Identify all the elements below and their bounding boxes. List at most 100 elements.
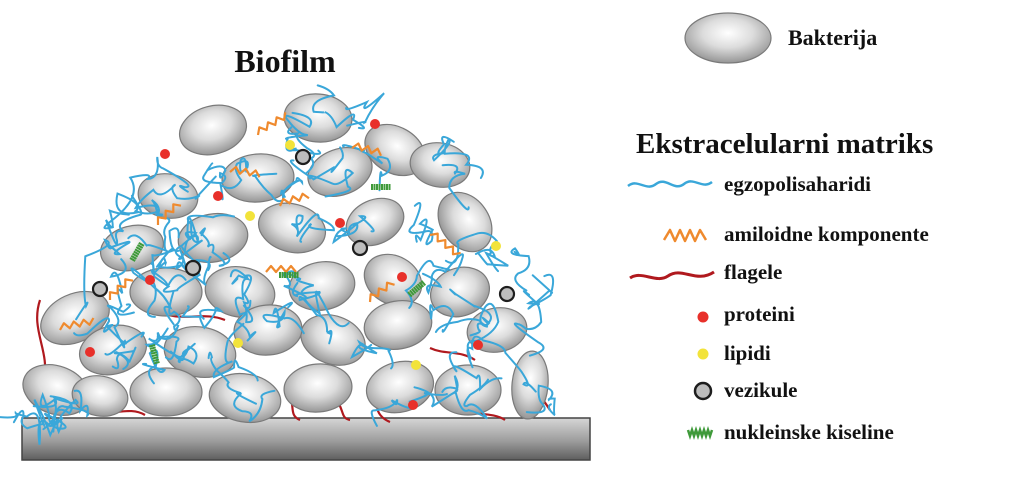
exopolysaccharide-layer xyxy=(0,84,556,445)
bacterium-cell xyxy=(307,147,373,197)
protein-particle xyxy=(213,191,223,201)
exopolysaccharide-strand xyxy=(408,201,435,246)
vesicle xyxy=(294,148,312,166)
exopolysaccharide-strand xyxy=(219,157,249,201)
protein-particle xyxy=(145,275,155,285)
exopolysaccharide-strand xyxy=(422,253,464,296)
exopolysaccharide-strand xyxy=(291,213,335,243)
amyloid-fiber xyxy=(156,203,182,226)
vesicle xyxy=(91,280,109,298)
protein-particle xyxy=(160,149,170,159)
exopolysaccharide-strand xyxy=(212,322,259,382)
exopolysaccharide-strand xyxy=(349,339,394,370)
bacterium-cell xyxy=(177,212,249,264)
exopolysaccharide-strand xyxy=(198,227,231,267)
exopolysaccharide-strand xyxy=(171,342,198,365)
exopolysaccharide-strand xyxy=(156,291,181,361)
exopolysaccharide-strand xyxy=(283,272,350,328)
exopolysaccharide-strand xyxy=(52,389,90,433)
amyloid-legend-icon xyxy=(662,228,708,243)
amyloid-fiber xyxy=(59,317,95,331)
exopolysaccharide-strand xyxy=(434,288,492,333)
exopolysaccharide-strand xyxy=(229,269,257,342)
nucleic-acid-strand xyxy=(371,184,391,190)
bacterium-cell xyxy=(129,367,203,417)
exopolysaccharide-strand xyxy=(141,349,167,385)
bacterium-cell xyxy=(345,197,405,247)
exopolysaccharide-strand xyxy=(105,194,143,246)
exopolysaccharide-strand xyxy=(109,258,135,316)
amyloid-fiber xyxy=(265,264,297,274)
exopolysaccharide-strand xyxy=(262,301,305,335)
exopolysaccharide-strand xyxy=(441,163,470,211)
exopolysaccharide-strand xyxy=(202,162,227,185)
bacterium-cell xyxy=(430,266,490,318)
exopolysaccharide-strand xyxy=(175,214,235,271)
protein-legend-icon xyxy=(697,311,709,323)
exopolysaccharide-strand xyxy=(174,217,199,260)
amyloid-fiber xyxy=(429,232,461,256)
vesicle xyxy=(498,285,516,303)
bacterium-cell xyxy=(300,314,366,366)
exopolysaccharide-strand xyxy=(510,247,531,292)
bacterium-legend-label: Bakterija xyxy=(788,25,877,50)
lipid-particle xyxy=(285,140,295,150)
exopolysaccharide-strand xyxy=(12,399,59,438)
vesicle xyxy=(184,259,202,277)
flagella-legend-icon xyxy=(629,270,715,281)
vesicle-legend-icon xyxy=(693,381,713,401)
exopolysaccharide-strand xyxy=(525,384,556,417)
matrix-heading: Ekstracelularni matriks xyxy=(636,128,933,160)
exopolysaccharide-strand xyxy=(370,392,448,427)
legend-label-nucleic-acids: nukleinske kiseline xyxy=(724,420,894,444)
protein-particle xyxy=(335,218,345,228)
amyloid-fiber xyxy=(256,112,287,136)
amyloid-fiber xyxy=(108,278,134,301)
lipid-particle xyxy=(233,338,243,348)
lipid-particle xyxy=(411,360,421,370)
bacterium-cell xyxy=(204,266,276,318)
bacterium-cell xyxy=(434,364,502,416)
exopolysaccharide-strand xyxy=(252,172,304,203)
exopolysaccharide-strand xyxy=(466,335,537,393)
protein-particle xyxy=(473,340,483,350)
exopolysaccharide-strand xyxy=(287,126,316,175)
nucleic-acid-strand xyxy=(148,344,160,365)
exopolysaccharide-strand xyxy=(291,281,333,345)
protein-particle xyxy=(85,347,95,357)
exopolysaccharide-strand xyxy=(444,231,499,264)
exopolysaccharide-strand xyxy=(284,111,322,155)
legend-label-flagella: flagele xyxy=(724,260,782,284)
legend-label-proteins: proteini xyxy=(724,302,795,326)
particle-layer xyxy=(85,119,516,410)
exopolysaccharide-strand xyxy=(103,156,190,230)
exopolysaccharide-strand xyxy=(207,351,257,405)
diagram-title: Biofilm xyxy=(234,43,336,79)
lipid-legend-icon xyxy=(697,348,709,360)
exopolysaccharide-strand xyxy=(282,270,314,294)
bacterium-cell xyxy=(466,307,528,353)
legend-label-lipids: lipidi xyxy=(724,341,771,365)
exopolysaccharide-strand xyxy=(345,92,385,127)
exopolysaccharide-strand xyxy=(477,251,509,273)
exopolysaccharide-strand xyxy=(180,305,225,330)
exopolysaccharide-strand xyxy=(150,247,187,288)
protein-particle xyxy=(408,400,418,410)
bacteria-layer xyxy=(22,93,549,424)
exopolysaccharide-strand xyxy=(307,168,355,198)
bacterium-legend-icon xyxy=(684,12,772,64)
exopolysaccharide-strand xyxy=(413,375,459,408)
vesicle xyxy=(351,239,369,257)
exopolysaccharide-strand xyxy=(127,216,171,253)
exopolysaccharide-strand xyxy=(75,238,131,321)
nucleic-acid-strand xyxy=(407,280,427,298)
amyloid-fiber xyxy=(229,165,261,178)
nucleic-acid-layer xyxy=(129,184,427,365)
bacterium-cell xyxy=(178,104,248,156)
exopolysaccharide-strand xyxy=(432,135,484,179)
exopolysaccharide-strand xyxy=(133,175,217,216)
exopolysaccharide-strand xyxy=(289,146,344,181)
legend: egzopolisaharidi amiloidne komponente fl… xyxy=(627,172,929,444)
bacterium-cell xyxy=(437,191,493,253)
